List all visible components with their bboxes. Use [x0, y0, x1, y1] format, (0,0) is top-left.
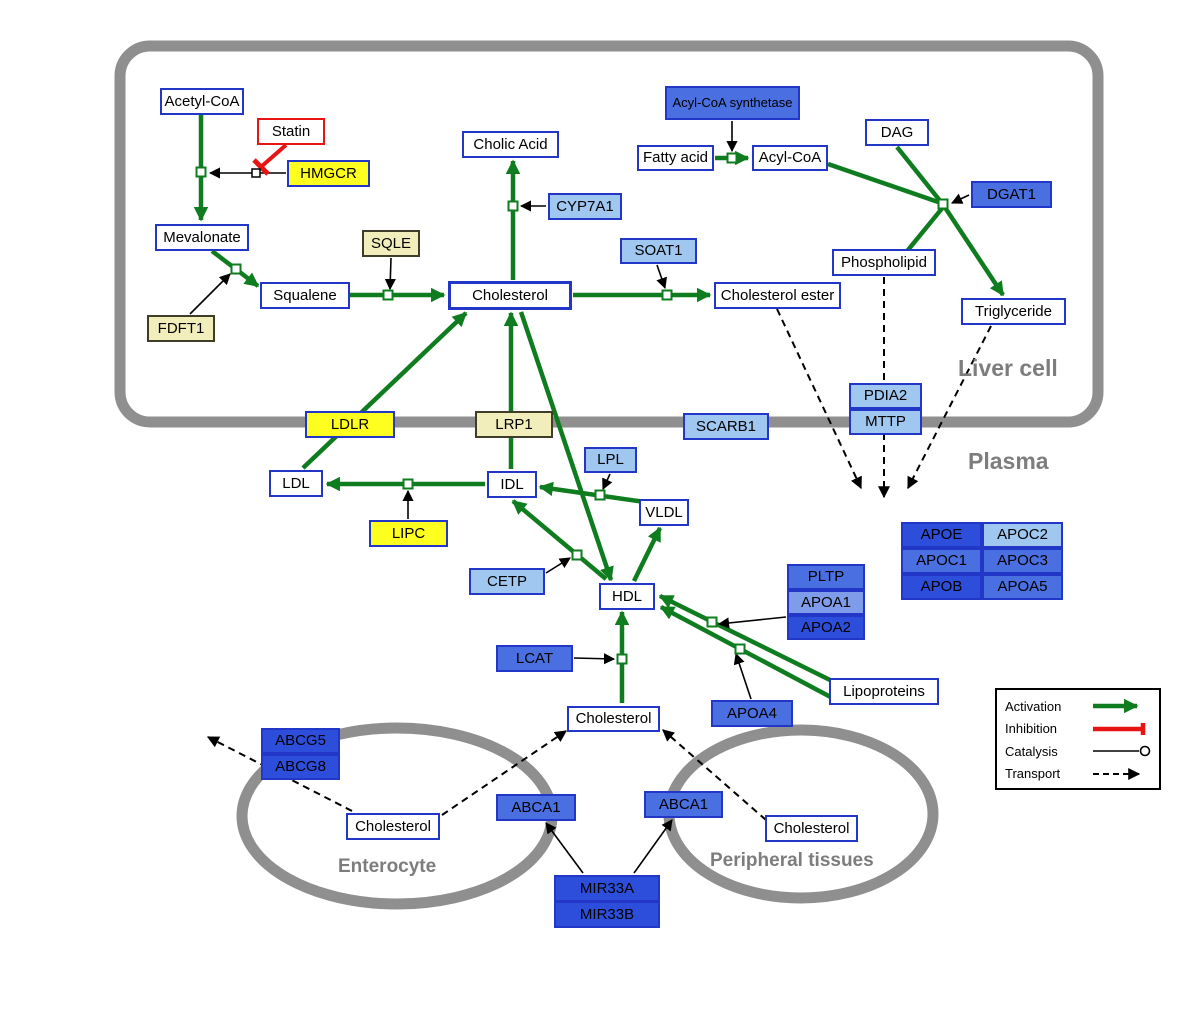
node-apob[interactable]: APOB: [901, 574, 982, 600]
node-cholesterol-ester[interactable]: Cholesterol ester: [714, 282, 841, 309]
activation-arrow-icon: [1093, 698, 1139, 714]
liver-cell-outline: [114, 40, 1104, 428]
node-cholesterol-plasma[interactable]: Cholesterol: [567, 706, 660, 732]
node-fdft1[interactable]: FDFT1: [147, 315, 215, 342]
inhibition-edge: [252, 143, 288, 176]
node-cyp7a1[interactable]: CYP7A1: [548, 193, 622, 220]
node-vldl[interactable]: VLDL: [639, 499, 689, 526]
node-ldl[interactable]: LDL: [269, 470, 323, 497]
legend-activation-label: Activation: [1005, 698, 1062, 714]
node-lpl[interactable]: LPL: [584, 447, 637, 473]
legend-row-inhibition: Inhibition: [1005, 719, 1153, 739]
node-phospholipid[interactable]: Phospholipid: [832, 249, 936, 276]
node-cetp[interactable]: CETP: [469, 568, 545, 595]
node-cholesterol-liver[interactable]: Cholesterol: [448, 281, 572, 310]
legend-row-transport: Transport: [1005, 764, 1153, 784]
node-mir33a[interactable]: MIR33A: [554, 875, 660, 902]
node-acyl-coa[interactable]: Acyl-CoA: [752, 145, 828, 171]
node-lrp1[interactable]: LRP1: [475, 411, 553, 438]
node-statin[interactable]: Statin: [257, 118, 325, 145]
node-dgat1[interactable]: DGAT1: [971, 181, 1052, 208]
node-abca1-enterocyte[interactable]: ABCA1: [496, 794, 576, 821]
node-cholic-acid[interactable]: Cholic Acid: [462, 131, 559, 158]
legend-row-catalysis: Catalysis: [1005, 741, 1153, 761]
node-mevalonate[interactable]: Mevalonate: [155, 224, 249, 251]
node-abcg5[interactable]: ABCG5: [261, 728, 340, 754]
node-sqle[interactable]: SQLE: [362, 230, 420, 257]
node-mttp[interactable]: MTTP: [849, 409, 922, 435]
enterocyte-label: Enterocyte: [338, 856, 437, 877]
node-apoe[interactable]: APOE: [901, 522, 982, 548]
legend-inhibition-label: Inhibition: [1005, 721, 1058, 737]
node-cholesterol-peripheral[interactable]: Cholesterol: [765, 815, 858, 842]
node-dag[interactable]: DAG: [865, 119, 929, 146]
catalysis-square-hmgcr: [251, 168, 261, 178]
node-apoa1[interactable]: APOA1: [787, 590, 865, 615]
transport-dashed-arrow-icon: [1093, 767, 1141, 780]
node-triglyceride[interactable]: Triglyceride: [961, 298, 1066, 325]
catalysis-edges: [189, 121, 970, 874]
node-hmgcr[interactable]: HMGCR: [287, 160, 370, 187]
legend-row-activation: Activation: [1005, 696, 1153, 716]
node-cholesterol-enterocyte[interactable]: Cholesterol: [346, 813, 440, 840]
node-abca1-peripheral[interactable]: ABCA1: [644, 791, 723, 818]
node-soat1[interactable]: SOAT1: [620, 238, 697, 264]
reaction-node-squares: [195, 152, 949, 665]
node-abcg8[interactable]: ABCG8: [261, 754, 340, 780]
legend-catalysis-label: Catalysis: [1005, 743, 1058, 759]
node-apoa2[interactable]: APOA2: [787, 615, 865, 640]
node-ldlr[interactable]: LDLR: [305, 411, 395, 438]
node-scarb1[interactable]: SCARB1: [683, 413, 769, 440]
legend-box: Activation Inhibition Catalysis: [995, 688, 1161, 790]
node-mir33b[interactable]: MIR33B: [554, 901, 660, 928]
node-apoc2[interactable]: APOC2: [982, 522, 1063, 548]
node-apoa5[interactable]: APOA5: [982, 574, 1063, 600]
node-apoc3[interactable]: APOC3: [982, 548, 1063, 574]
node-pltp[interactable]: PLTP: [787, 564, 865, 590]
node-lcat[interactable]: LCAT: [496, 645, 573, 672]
liver-cell-label: Liver cell: [958, 355, 1058, 381]
catalysis-circle-icon: [1093, 746, 1151, 757]
node-pdia2[interactable]: PDIA2: [849, 383, 922, 409]
node-acyl-coa-synthetase[interactable]: Acyl-CoA synthetase: [665, 86, 800, 120]
node-lipc[interactable]: LIPC: [369, 520, 448, 547]
peripheral-tissues-label: Peripheral tissues: [710, 850, 874, 871]
plasma-label: Plasma: [968, 448, 1049, 474]
node-lipoproteins[interactable]: Lipoproteins: [829, 678, 939, 705]
node-squalene[interactable]: Squalene: [260, 282, 350, 309]
node-hdl[interactable]: HDL: [599, 583, 655, 610]
node-apoa4[interactable]: APOA4: [711, 700, 793, 727]
legend-transport-label: Transport: [1005, 766, 1061, 782]
node-fatty-acid[interactable]: Fatty acid: [637, 145, 714, 171]
inhibition-tee-icon: [1093, 722, 1146, 735]
node-apoc1[interactable]: APOC1: [901, 548, 982, 574]
node-idl[interactable]: IDL: [487, 471, 537, 498]
node-acetyl-coa[interactable]: Acetyl-CoA: [160, 88, 244, 115]
